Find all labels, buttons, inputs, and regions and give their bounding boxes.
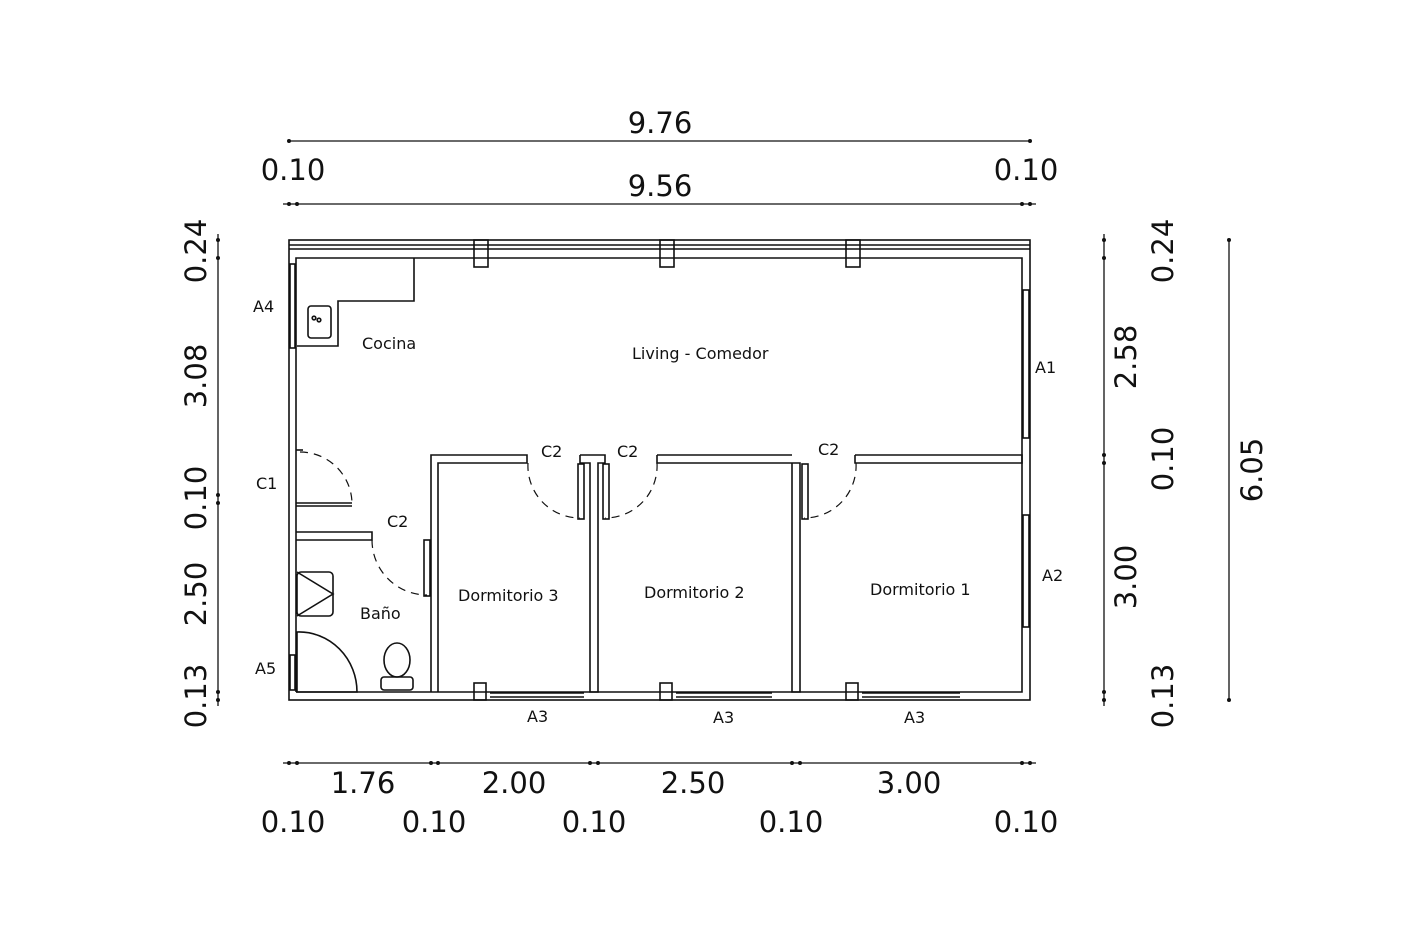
dim-right: 0.10	[1146, 427, 1180, 492]
opening-label-c2: C2	[541, 442, 562, 461]
bathroom-fixtures	[296, 571, 414, 693]
dim-right: 0.13	[1146, 664, 1180, 729]
dim-top-left-wall: 0.10	[261, 153, 326, 187]
opening-label-c2: C2	[387, 512, 408, 531]
dim-top-total: 9.76	[628, 106, 693, 140]
dim-right: 2.58	[1109, 325, 1143, 390]
dim-bottom-wall: 0.10	[994, 805, 1059, 839]
dim-bottom-wall: 0.10	[261, 805, 326, 839]
doors	[299, 451, 857, 597]
dim-left: 2.50	[179, 562, 213, 627]
opening-label-c2: C2	[818, 440, 839, 459]
window-a1	[1022, 289, 1030, 439]
opening-label-a3: A3	[713, 708, 734, 727]
opening-label-a3: A3	[904, 708, 925, 727]
dim-right: 3.00	[1109, 545, 1143, 610]
room-label-bano: Baño	[360, 604, 401, 623]
dim-left: 0.10	[179, 466, 213, 531]
dim-bottom-wall: 0.10	[402, 805, 467, 839]
room-label-dormitorio-3: Dormitorio 3	[458, 586, 559, 605]
dim-right: 0.24	[1146, 219, 1180, 284]
dim-top-inner: 9.56	[628, 169, 693, 203]
dim-left: 0.13	[179, 664, 213, 729]
room-label-dormitorio-1: Dormitorio 1	[870, 580, 971, 599]
opening-label-c2: C2	[617, 442, 638, 461]
bottom-windows	[473, 682, 960, 701]
opening-label-a1: A1	[1035, 358, 1056, 377]
kitchen-counter	[297, 258, 415, 347]
opening-label-a3: A3	[527, 707, 548, 726]
dim-bottom-room: 1.76	[331, 766, 396, 800]
dim-bottom-room: 2.50	[661, 766, 726, 800]
window-a2	[1022, 514, 1030, 628]
dim-right-total: 6.05	[1235, 438, 1269, 503]
kitchen-sink-icon	[307, 305, 332, 339]
top-windows	[473, 239, 861, 268]
opening-label-a5: A5	[255, 659, 276, 678]
dim-bottom-wall: 0.10	[562, 805, 627, 839]
room-label-cocina: Cocina	[362, 334, 416, 353]
dimension-lines	[216, 139, 1231, 765]
dim-bottom-room: 2.00	[482, 766, 547, 800]
window-a4	[289, 263, 296, 349]
dim-top-right-wall: 0.10	[994, 153, 1059, 187]
interior-walls	[296, 449, 1023, 693]
room-label-living: Living - Comedor	[632, 344, 769, 363]
dim-left: 0.24	[179, 219, 213, 284]
window-a5	[289, 654, 296, 691]
opening-label-a4: A4	[253, 297, 274, 316]
dim-left: 3.08	[179, 344, 213, 409]
opening-label-a2: A2	[1042, 566, 1063, 585]
dim-bottom-room: 3.00	[877, 766, 942, 800]
dim-bottom-wall: 0.10	[759, 805, 824, 839]
opening-label-c1: C1	[256, 474, 277, 493]
exterior-walls	[288, 239, 1031, 701]
room-label-dormitorio-2: Dormitorio 2	[644, 583, 745, 602]
